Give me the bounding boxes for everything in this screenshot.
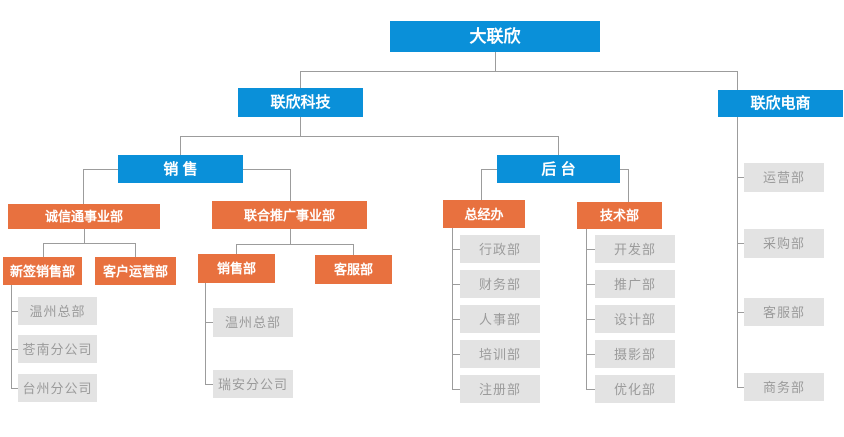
connector-tick <box>586 354 595 355</box>
connector-line <box>300 71 737 72</box>
connector-line <box>83 169 84 204</box>
org-node-administration-dept: 行政部 <box>460 235 540 263</box>
org-node-general-office: 总经办 <box>443 200 525 228</box>
connector-tick <box>11 388 18 389</box>
org-node-lianxin-ecommerce: 联欣电商 <box>718 90 843 117</box>
org-node-cangnan-branch: 苍南分公司 <box>18 335 97 363</box>
org-node-wenzhou-hq-2: 温州总部 <box>213 308 293 337</box>
org-node-operations-dept: 运营部 <box>744 163 824 192</box>
connector-line <box>83 169 118 170</box>
connector-line <box>737 117 738 387</box>
connector-line <box>452 228 453 389</box>
org-node-promotion-dept: 推广部 <box>595 270 675 298</box>
connector-line <box>353 244 354 255</box>
connector-line <box>243 169 290 170</box>
org-node-customer-service-dept: 客服部 <box>315 255 392 284</box>
org-node-ruian-branch: 瑞安分公司 <box>213 370 293 398</box>
org-node-lianxin-technology: 联欣科技 <box>238 88 363 117</box>
connector-line <box>180 136 558 137</box>
connector-line <box>205 283 206 384</box>
org-node-design-dept: 设计部 <box>595 305 675 333</box>
org-node-customer-operations-dept: 客户运营部 <box>95 257 176 285</box>
connector-line <box>290 169 291 201</box>
org-node-technology-dept: 技术部 <box>577 202 662 229</box>
connector-line <box>481 169 482 200</box>
connector-line <box>300 117 301 136</box>
connector-tick <box>452 354 460 355</box>
connector-tick <box>11 311 18 312</box>
connector-line <box>135 243 136 257</box>
org-node-optimization-dept: 优化部 <box>595 375 675 403</box>
connector-tick <box>586 284 595 285</box>
connector-tick <box>205 384 213 385</box>
org-node-purchasing-dept: 采购部 <box>744 229 824 258</box>
connector-tick <box>452 284 460 285</box>
connector-tick <box>737 177 744 178</box>
org-node-backoffice-group: 后 台 <box>497 155 620 183</box>
org-node-ecommerce-customer-service-dept: 客服部 <box>744 298 824 326</box>
connector-tick <box>737 243 744 244</box>
connector-tick <box>452 389 460 390</box>
connector-line <box>620 169 628 170</box>
org-node-sales-group: 销 售 <box>118 155 243 183</box>
org-node-sales-dept: 销售部 <box>198 254 275 283</box>
connector-line <box>290 229 291 244</box>
org-node-taizhou-branch: 台州分公司 <box>18 374 97 402</box>
connector-tick <box>452 249 460 250</box>
org-node-chengxintong-division: 诚信通事业部 <box>8 204 160 229</box>
connector-line <box>481 169 497 170</box>
connector-line <box>300 71 301 88</box>
org-node-joint-promotion-division: 联合推广事业部 <box>212 201 367 229</box>
connector-tick <box>586 249 595 250</box>
connector-line <box>43 243 135 244</box>
connector-line <box>495 52 496 71</box>
connector-tick <box>737 387 744 388</box>
connector-tick <box>205 322 213 323</box>
org-node-training-dept: 培训部 <box>460 340 540 368</box>
org-node-hr-dept: 人事部 <box>460 305 540 333</box>
org-node-new-sign-sales-dept: 新签销售部 <box>3 257 82 285</box>
connector-tick <box>11 349 18 350</box>
connector-line <box>43 243 44 257</box>
org-node-business-dept: 商务部 <box>744 373 824 401</box>
connector-line <box>84 229 85 243</box>
connector-tick <box>737 312 744 313</box>
connector-line <box>558 136 559 155</box>
connector-tick <box>452 319 460 320</box>
org-node-wenzhou-hq-1: 温州总部 <box>18 297 97 325</box>
connector-line <box>628 169 629 202</box>
org-node-finance-dept: 财务部 <box>460 270 540 298</box>
connector-tick <box>586 389 595 390</box>
connector-line <box>236 244 353 245</box>
connector-line <box>180 136 181 155</box>
org-node-registration-dept: 注册部 <box>460 375 540 403</box>
org-node-dalianxin: 大联欣 <box>390 21 600 52</box>
connector-tick <box>586 319 595 320</box>
connector-line <box>586 229 587 389</box>
org-node-photography-dept: 摄影部 <box>595 340 675 368</box>
connector-line <box>11 285 12 388</box>
org-node-development-dept: 开发部 <box>595 235 675 263</box>
connector-line <box>737 71 738 90</box>
connector-line <box>236 244 237 254</box>
